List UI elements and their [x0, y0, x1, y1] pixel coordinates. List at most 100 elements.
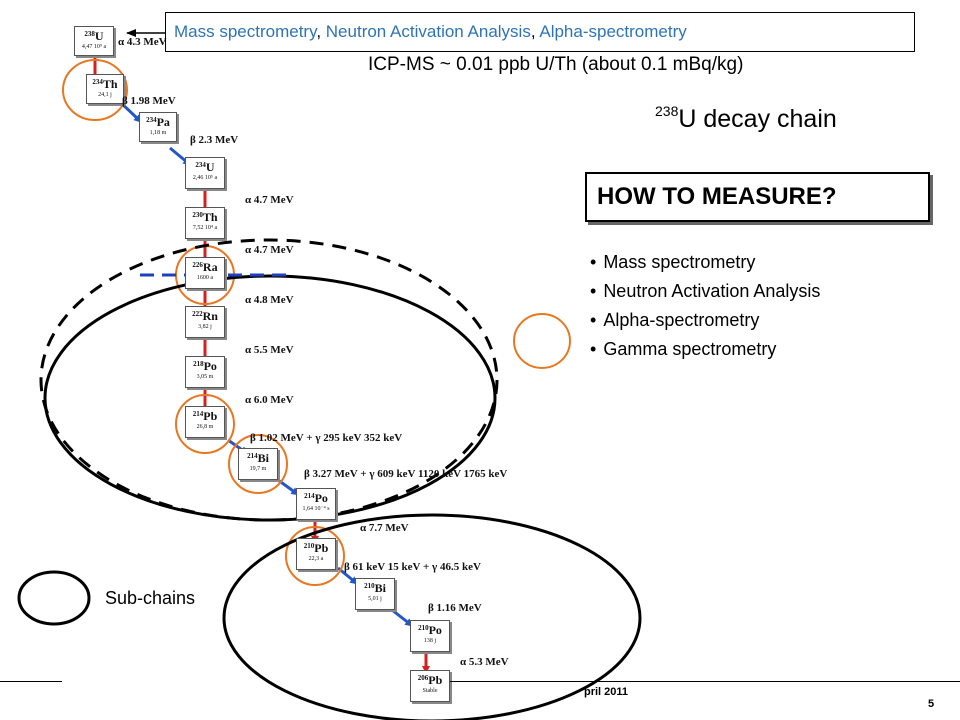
half-life: Stable	[422, 688, 438, 694]
sub-chain-ellipse-mid	[43, 274, 497, 522]
chain-title: 238U decay chain	[655, 103, 837, 134]
decay-label: β 1.16 MeV	[428, 602, 482, 614]
decay-label: β 1.02 MeV + γ 295 keV 352 keV	[250, 432, 403, 444]
decay-label: α 4.8 MeV	[245, 294, 294, 306]
decay-label: α 5.5 MeV	[245, 344, 294, 356]
methods-list: Mass spectrometry Neutron Activation Ana…	[590, 248, 820, 364]
methods-banner: Mass spectrometry, Neutron Activation An…	[165, 12, 915, 52]
half-life: 7,52 10⁴ a	[192, 225, 218, 231]
nuclide-symbol: 210Pb	[303, 541, 329, 555]
icp-ms-sensitivity: ICP-MS ~ 0.01 ppb U/Th (about 0.1 mBq/kg…	[368, 54, 744, 75]
mass-number: 226	[192, 261, 203, 269]
nuclide-symbol: 222Rn	[192, 309, 218, 323]
half-life: 22,3 a	[308, 556, 324, 562]
chain-title-text: U decay chain	[678, 105, 837, 133]
half-life: 24,1 j	[98, 92, 112, 98]
legend-label: Sub-chains	[105, 588, 196, 608]
mass-number: 210	[364, 582, 375, 590]
half-life: 1,18 m	[149, 130, 167, 136]
method-neutron-activation: Neutron Activation Analysis	[325, 22, 531, 41]
chain-title-mass: 238	[655, 103, 679, 119]
nuclide-symbol: 238U	[84, 29, 104, 43]
list-item: Alpha-spectrometry	[590, 306, 820, 335]
decay-label: α 7.7 MeV	[360, 522, 409, 534]
footer-divider	[450, 681, 960, 682]
footer-date: pril 2011	[584, 686, 629, 698]
decay-label: α 6.0 MeV	[245, 394, 294, 406]
decay-label: β 61 keV 15 keV + γ 46.5 keV	[344, 561, 481, 573]
nuclide-symbol: 234U	[195, 160, 215, 174]
mass-number: 206	[417, 674, 429, 682]
decay-label: β 3.27 MeV + γ 609 keV 1120 keV 1765 keV	[304, 468, 508, 480]
decay-label: β 2.3 MeV	[190, 134, 239, 146]
mass-number: 210	[418, 624, 429, 632]
half-life: 4,47 10⁹ a	[81, 44, 107, 50]
mass-number: 234	[92, 78, 103, 86]
nuclide-symbol: 214Pb	[192, 409, 218, 423]
decay-label: α 5.3 MeV	[460, 656, 509, 668]
half-life: 3,82 j	[198, 324, 212, 330]
mass-number: 218	[193, 360, 204, 368]
nuclide-symbol: 230Th	[192, 210, 218, 224]
mass-number: 230	[192, 211, 203, 219]
nuclide-symbol: 234Th	[92, 77, 118, 91]
mass-number: 234	[146, 116, 157, 124]
half-life: 5,01 j	[368, 596, 382, 602]
nuclide-symbol: 214Bi	[247, 451, 269, 465]
half-life: 26,8 m	[196, 424, 214, 430]
mass-number: 214	[192, 410, 204, 418]
sub-chain-dashed-ellipse	[39, 238, 499, 522]
page-number: 5	[928, 698, 935, 710]
method-mass-spectrometry: Mass spectrometry	[174, 22, 317, 41]
nuclide-symbol: 210Po	[418, 623, 442, 637]
separator: ,	[316, 22, 326, 41]
half-life: 19,7 m	[249, 466, 267, 472]
nuclide-symbol: 218Po	[193, 359, 217, 373]
mass-number: 222	[192, 310, 203, 318]
separator: ,	[530, 22, 540, 41]
half-life: 3,05 m	[196, 374, 214, 380]
method-alpha-spectrometry: Alpha-spectrometry	[539, 22, 687, 41]
mass-number: 214	[247, 452, 258, 460]
nuclide-symbol: 214Po	[304, 491, 328, 505]
mass-number: 210	[303, 542, 315, 550]
half-life: 1600 a	[196, 275, 214, 281]
half-life: 1,64 10⁻⁴ s	[302, 506, 330, 512]
decay-label: α 4.3 MeV	[118, 36, 167, 48]
nuclide-symbol: 210Bi	[364, 581, 386, 595]
list-item: Mass spectrometry	[590, 248, 820, 277]
list-item: Neutron Activation Analysis	[590, 277, 820, 306]
decay-label: β 1.98 MeV	[122, 95, 176, 107]
decay-label: α 4.7 MeV	[245, 244, 294, 256]
nuclide-symbol: 206Pb	[417, 673, 443, 687]
mass-number: 238	[84, 30, 95, 38]
nuclide-symbol: 226Ra	[192, 260, 218, 274]
how-to-measure-heading: HOW TO MEASURE?	[585, 172, 930, 222]
half-life: 138 j	[423, 638, 437, 644]
footer-divider	[0, 681, 62, 682]
half-life: 2,46 10⁵ a	[192, 175, 218, 181]
sub-chain-ellipse-low	[222, 513, 642, 720]
mass-number: 234	[195, 161, 206, 169]
decay-label: α 4.7 MeV	[245, 194, 294, 206]
list-item: Gamma spectrometry	[590, 335, 820, 364]
nuclide-symbol: 234Pa	[146, 115, 170, 129]
legend-circle-icon	[17, 570, 91, 626]
mass-number: 214	[304, 492, 315, 500]
